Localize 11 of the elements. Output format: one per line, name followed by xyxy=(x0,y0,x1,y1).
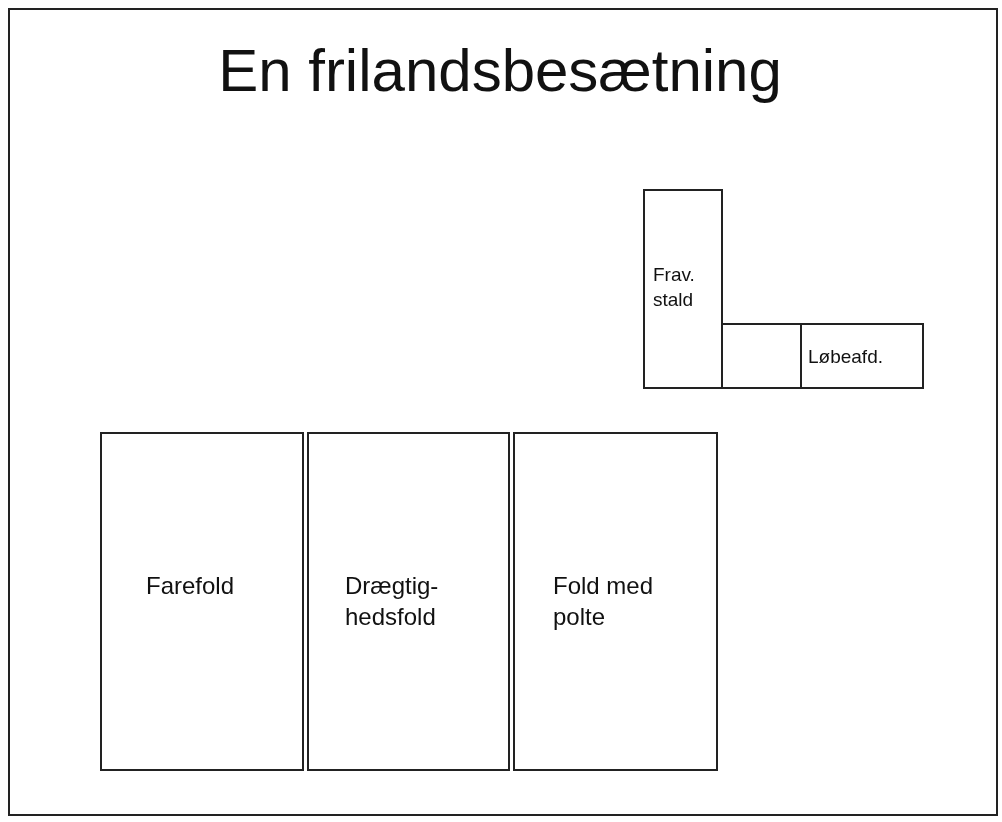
area-label: Frav. stald xyxy=(653,263,696,312)
area-label: Løbeafd. xyxy=(808,345,884,369)
area-label: Fold med polte xyxy=(553,571,655,633)
area-label: Drægtig- hedsfold xyxy=(345,571,440,633)
pen-area xyxy=(800,323,924,389)
pen-area xyxy=(643,189,723,389)
area-label: Farefold xyxy=(146,571,236,601)
title: En frilandsbesætning xyxy=(217,36,783,105)
pen-area xyxy=(513,432,718,771)
pen-area xyxy=(100,432,304,771)
pen-area xyxy=(307,432,510,771)
